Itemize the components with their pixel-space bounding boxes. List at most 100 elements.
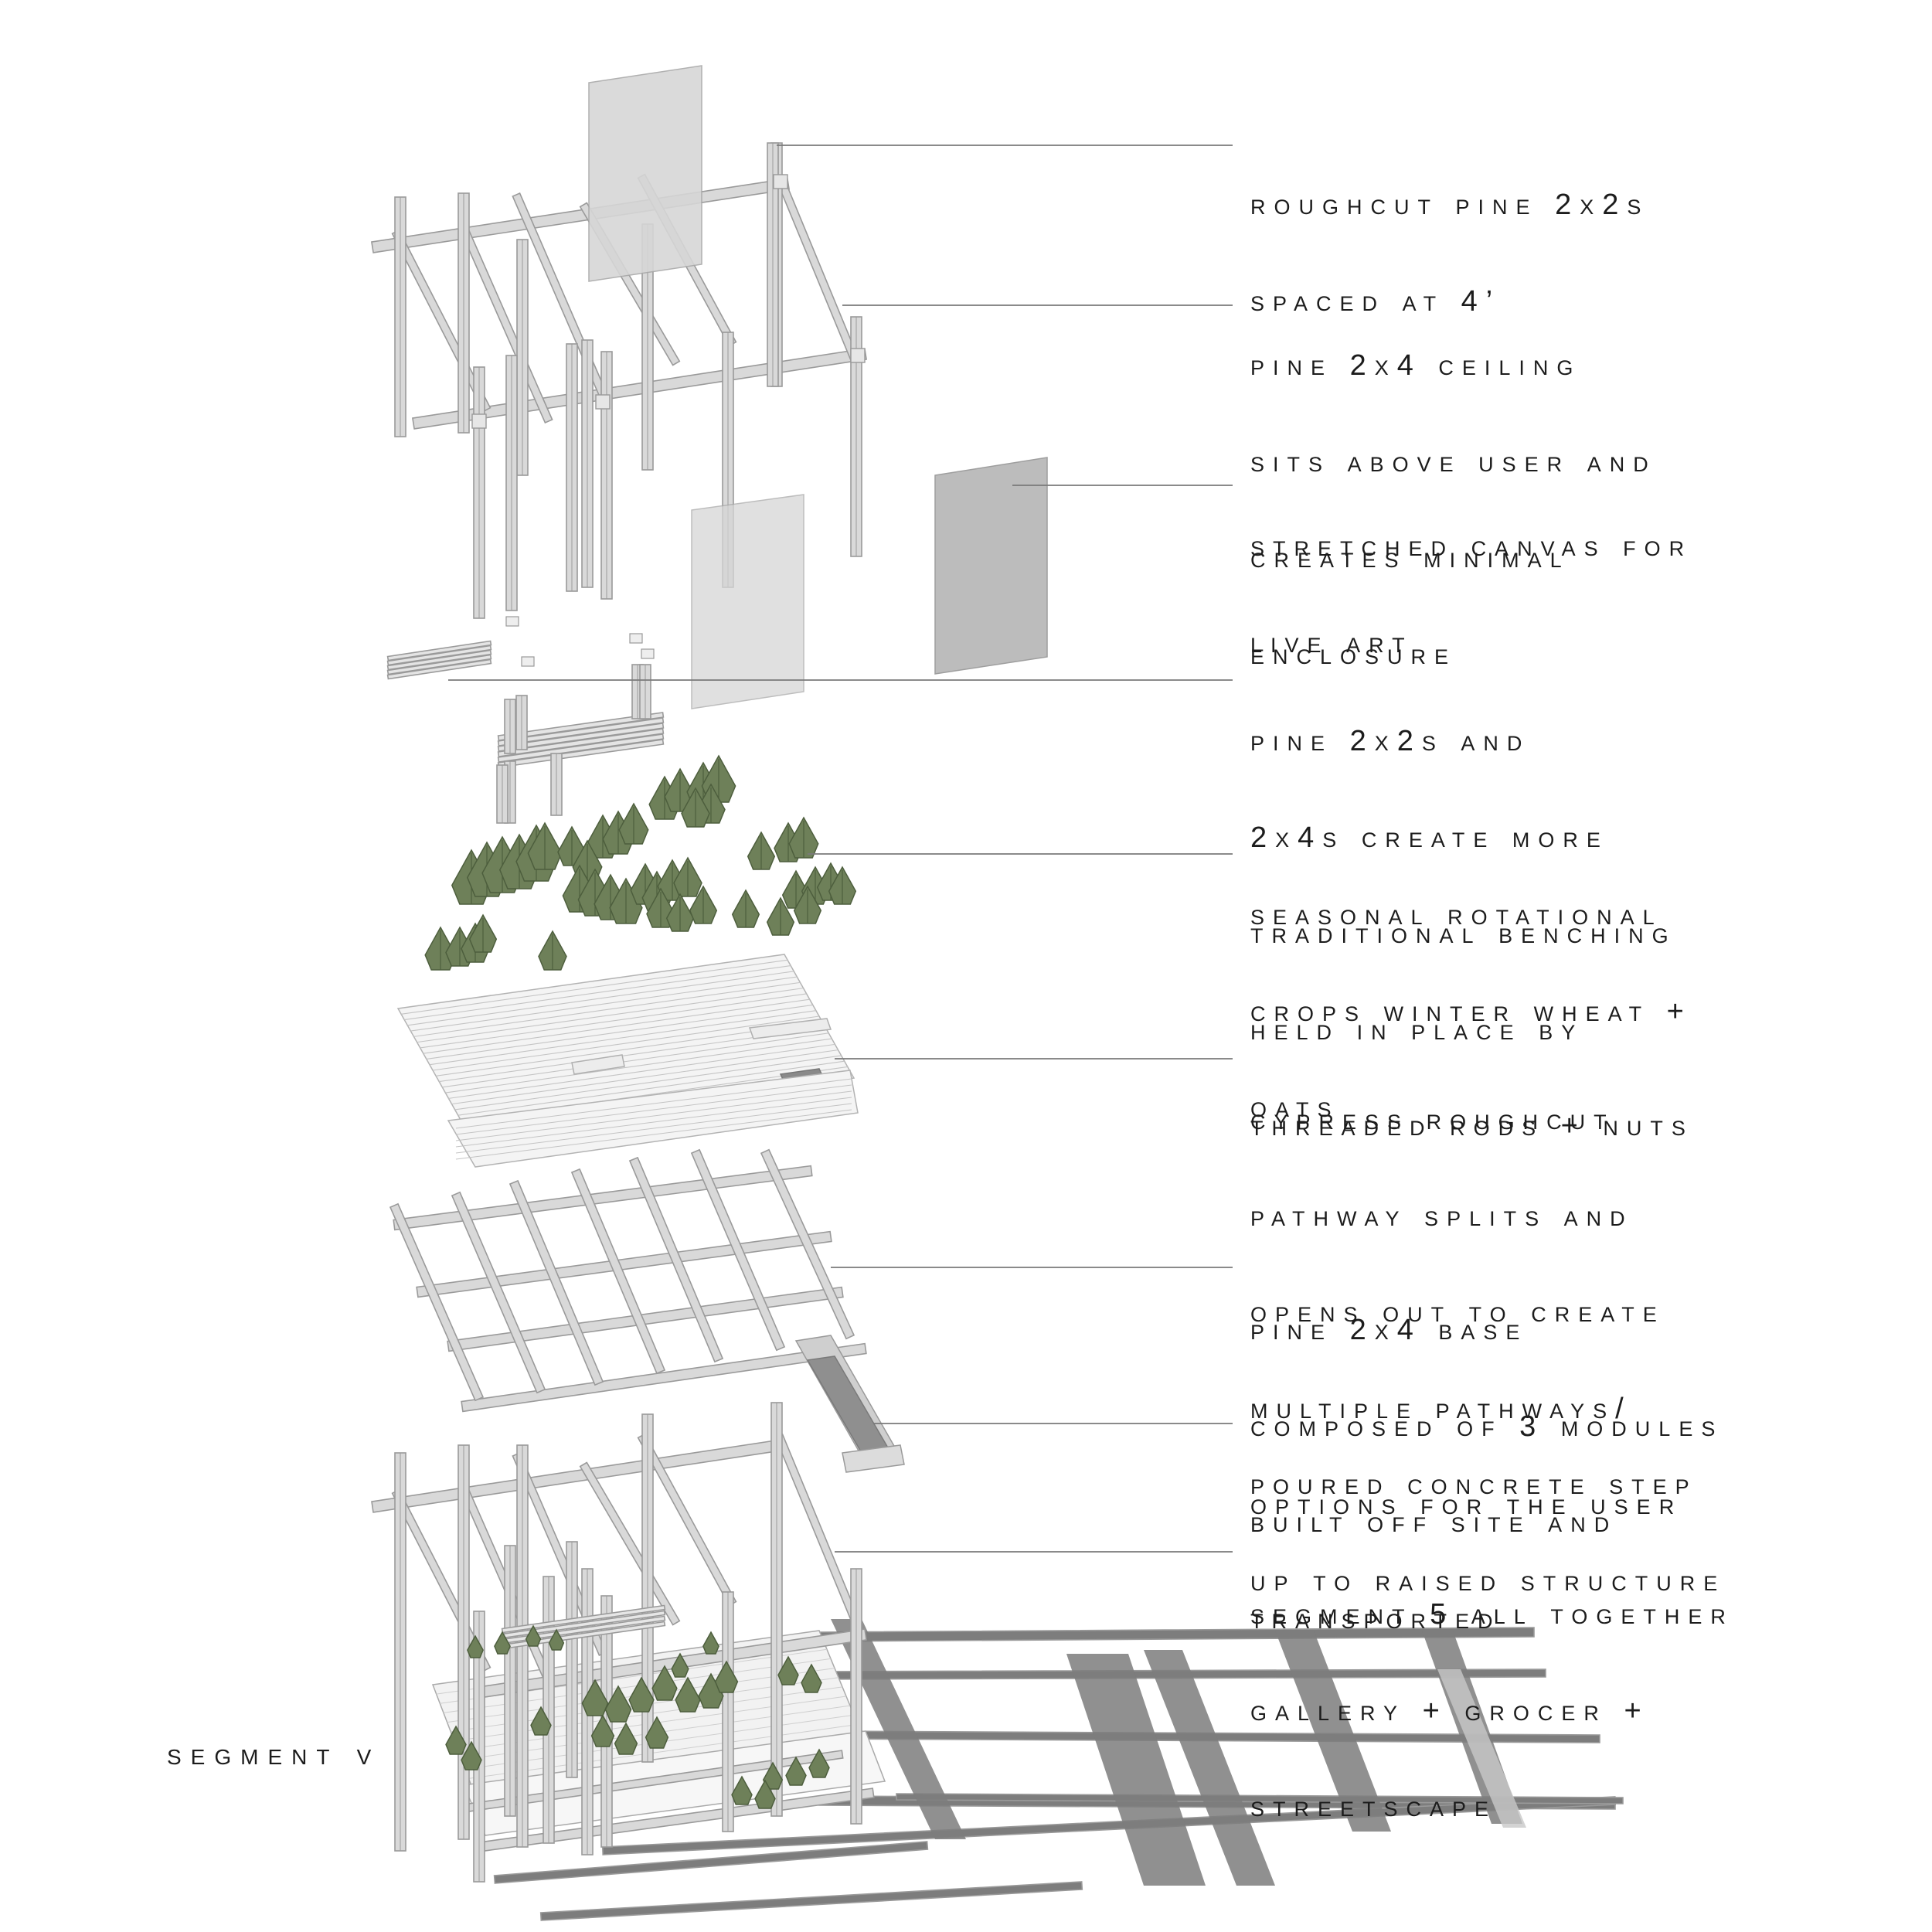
pathway-plank-9 [426, 1004, 813, 1060]
pathway-plank-4 [410, 976, 798, 1032]
assembly-crop-14 [445, 1725, 467, 1755]
base-joist-2 [447, 1286, 844, 1352]
assembly-crop-7 [651, 1665, 678, 1701]
pathway-plank-7 [420, 993, 807, 1049]
label-canvas: stretched canvas for live art [1250, 467, 1692, 723]
assembly-plank-10 [468, 1723, 859, 1779]
shadow-bar-7 [896, 1793, 1624, 1804]
label-line: cypress roughcut [1250, 1104, 1615, 1136]
frame-joint-2 [471, 413, 487, 429]
base-rail-3 [570, 1168, 666, 1375]
pathway-plank-8 [423, 998, 810, 1054]
crop-layer [424, 754, 857, 971]
base-rail-5 [690, 1148, 786, 1352]
shadow-band-0 [831, 1619, 966, 1839]
assembly-crop-8 [675, 1676, 701, 1713]
pathway-plank-14 [442, 1032, 829, 1088]
assembly-crop-2 [525, 1624, 542, 1647]
label-base: pine 2x4 base composed of 3 modules buil… [1250, 1250, 1723, 1699]
canvas-panel-layer [588, 65, 1048, 709]
segment-title: segment V [167, 1737, 381, 1771]
assembly-crop-23 [754, 1779, 776, 1809]
base-joist-1 [416, 1230, 832, 1298]
assembly-crop-13 [645, 1716, 669, 1749]
pathway-lower-plank-4 [455, 1097, 852, 1148]
assembly-crop-17 [777, 1655, 799, 1685]
pathway-offset-a [571, 1054, 625, 1075]
label-line: creates minimal [1250, 542, 1570, 574]
shadow-band-1 [1066, 1654, 1206, 1886]
base-rail-4 [628, 1156, 724, 1363]
label-pathway: cypress roughcut pathway splits and open… [1250, 1040, 1682, 1586]
label-line: held in place by [1250, 1013, 1584, 1046]
frame-joint-3 [595, 394, 611, 410]
label-line: spaced at 4’ [1250, 284, 1502, 318]
label-line: threaded rods + nuts [1250, 1110, 1694, 1142]
assembly-crop-3 [548, 1628, 565, 1651]
label-line: stretched canvas for [1250, 530, 1693, 563]
label-line: seasonal rotational [1250, 899, 1663, 931]
assembly-crop-6 [628, 1676, 655, 1713]
bench-slat-right-4 [497, 733, 665, 763]
label-line: composed of 3 modules [1250, 1410, 1724, 1443]
canvas-panel-right [934, 457, 1048, 675]
label-line: opens out to create [1250, 1296, 1665, 1328]
assembly-crop-12 [614, 1722, 638, 1755]
base-rail-1 [451, 1191, 546, 1394]
bench-slat-left-2 [386, 649, 492, 671]
label-line: multiple pathways/ [1250, 1392, 1632, 1425]
assembly-crop-18 [801, 1663, 822, 1693]
frame-joint-0 [773, 174, 788, 189]
base-rail-6 [760, 1148, 855, 1340]
label-line: gallery + grocer + [1250, 1694, 1650, 1727]
label-line: segment 5 all together [1250, 1598, 1734, 1631]
ceiling-rafter-5 [774, 174, 861, 366]
pathway-lower-plank-3 [455, 1090, 852, 1141]
assembly-crop-22 [731, 1775, 753, 1805]
pathway-lower-plank-1 [455, 1078, 852, 1129]
ceiling-beam-back [370, 178, 791, 253]
bench-slat-left-0 [386, 640, 492, 662]
assembly-crop-19 [785, 1756, 807, 1786]
bench-slat-left-3 [386, 654, 492, 675]
base-grid-layer [389, 1148, 905, 1473]
label-line: sits above user and [1250, 445, 1657, 478]
pathway-plank-3 [407, 971, 794, 1026]
shadow-bar-5 [493, 1841, 929, 1884]
label-line: enclosure [1250, 638, 1458, 671]
pathway-plank-15 [445, 1038, 832, 1094]
shadow-fade-band [1437, 1669, 1526, 1828]
label-together: segment 5 all together gallery + grocer … [1250, 1535, 1734, 1888]
label-line: pine 2x4 ceiling [1250, 349, 1582, 382]
label-line: pathway splits and [1250, 1199, 1634, 1233]
label-line: transported [1250, 1602, 1502, 1635]
bench-layer [386, 616, 665, 824]
assembly-crop-5 [604, 1685, 632, 1723]
label-ceiling: pine 2x4 ceiling sits above user and cre… [1250, 286, 1657, 735]
assembly-ceiling-back [371, 1439, 782, 1513]
pathway-plank-5 [413, 981, 801, 1037]
assembly-crop-20 [808, 1748, 830, 1778]
assembly-bench-slat-0 [501, 1604, 666, 1634]
label-line: pine 2x4 base [1250, 1314, 1529, 1346]
canvas-panel-middle [691, 494, 804, 709]
assembly-crop-16 [530, 1706, 552, 1736]
label-benching: pine 2x2s and 2x4s create more tradition… [1250, 662, 1694, 1207]
assembly-crop-4 [581, 1679, 609, 1716]
cast-shadow-layer [493, 1619, 1624, 1921]
shadow-band-2 [1144, 1650, 1275, 1886]
pathway-plank-6 [417, 988, 804, 1043]
pathway-plank-19 [457, 1060, 845, 1116]
label-roughcut-pine: roughcut pine 2x2s spaced at 4’ [1250, 125, 1649, 382]
bench-slat-right-5 [497, 739, 665, 768]
label-line: options for the user [1250, 1488, 1683, 1521]
pathway-plank-1 [401, 959, 788, 1015]
pathway-lower-plank-5 [455, 1103, 852, 1154]
assembly-crop-1 [494, 1631, 511, 1655]
base-rail-0 [389, 1202, 485, 1402]
frame-layer [370, 142, 868, 619]
label-line: crops winter wheat + [1250, 995, 1692, 1028]
label-concrete: poured concrete step up to raised struct… [1250, 1405, 1726, 1662]
pathway-plank-18 [454, 1055, 842, 1111]
